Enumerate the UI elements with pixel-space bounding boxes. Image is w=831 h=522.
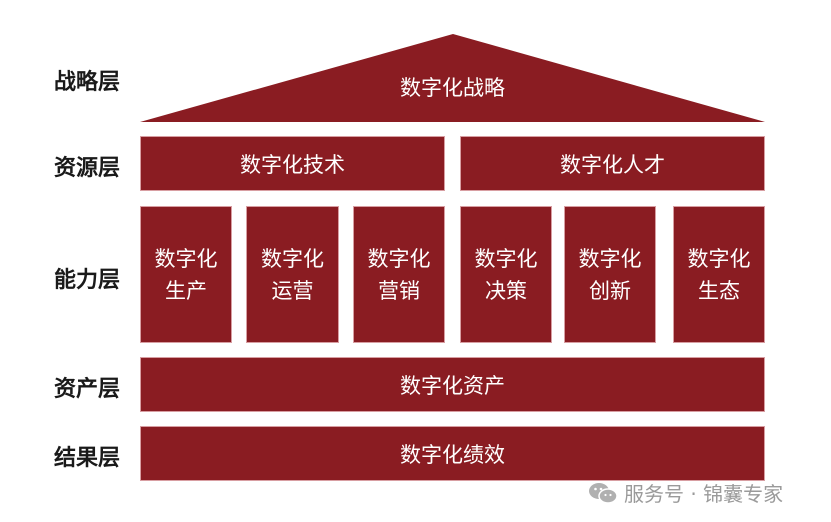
capability-item-ecosystem: 数字化 生态 — [673, 206, 765, 343]
capability-line1: 数字化 — [578, 246, 642, 271]
resource-item-talent: 数字化人才 — [460, 136, 765, 191]
capability-item-operations: 数字化 运营 — [246, 206, 339, 343]
strategy-item: 数字化战略 — [400, 76, 505, 100]
result-layer-label: 结果层 — [54, 446, 121, 471]
strategy-layer-label: 战略层 — [54, 70, 121, 95]
capability-line1: 数字化 — [687, 246, 751, 271]
strategy-roof-triangle — [140, 34, 765, 122]
resource-layer-label: 资源层 — [54, 156, 121, 181]
capability-item-production: 数字化 生产 — [140, 206, 232, 343]
watermark: 服务号 · 锦囊专家 — [588, 478, 783, 507]
capability-line2: 创新 — [589, 278, 631, 303]
capability-line1: 数字化 — [367, 246, 431, 271]
capability-line2: 运营 — [271, 278, 314, 303]
wechat-icon — [589, 482, 618, 504]
capability-item-marketing: 数字化 营销 — [353, 206, 445, 343]
result-item: 数字化绩效 — [140, 426, 765, 481]
capability-line1: 数字化 — [261, 246, 324, 271]
capability-line2: 生态 — [698, 278, 740, 303]
asset-layer-label: 资产层 — [54, 377, 121, 402]
capability-item-decision: 数字化 决策 — [460, 206, 552, 343]
resource-item-technology: 数字化技术 — [140, 136, 445, 191]
capability-line1: 数字化 — [474, 246, 538, 271]
capability-line2: 生产 — [165, 278, 207, 303]
capability-line2: 决策 — [485, 278, 527, 303]
asset-item: 数字化资产 — [140, 357, 765, 412]
capability-item-innovation: 数字化 创新 — [564, 206, 656, 343]
watermark-text: 服务号 · 锦囊专家 — [624, 482, 784, 506]
capability-line2: 营销 — [378, 278, 420, 303]
capability-layer-label: 能力层 — [54, 268, 121, 293]
capability-line1: 数字化 — [154, 246, 218, 271]
